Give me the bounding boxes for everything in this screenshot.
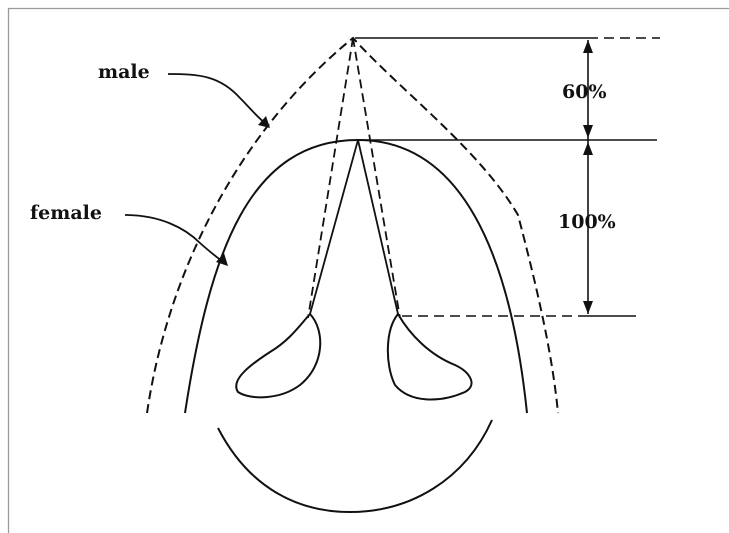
jaw-arc bbox=[217, 419, 493, 514]
left-eye-socket bbox=[235, 312, 322, 399]
male-leader-line bbox=[167, 73, 266, 124]
female-left-apex-line bbox=[309, 139, 359, 315]
female-leader-line bbox=[124, 214, 224, 263]
female-outline bbox=[184, 138, 528, 414]
lower-percent-label: 100% bbox=[558, 211, 616, 233]
female-right-apex-line bbox=[357, 139, 399, 315]
upper-percent-label: 60% bbox=[562, 81, 607, 103]
arrow-up-lower bbox=[583, 142, 593, 155]
female-leader-arrowhead bbox=[216, 253, 228, 266]
right-eye-socket bbox=[386, 312, 473, 401]
arrow-down-bottom bbox=[583, 301, 593, 314]
arrow-up-top bbox=[583, 40, 593, 53]
male-label: male bbox=[98, 61, 150, 83]
male-leader-arrowhead bbox=[258, 116, 270, 128]
arrow-down-upper bbox=[583, 125, 593, 138]
female-label: female bbox=[30, 202, 102, 224]
male-outline bbox=[146, 36, 559, 414]
male-right-apex-line bbox=[352, 37, 401, 319]
male-left-apex-line bbox=[307, 37, 354, 319]
